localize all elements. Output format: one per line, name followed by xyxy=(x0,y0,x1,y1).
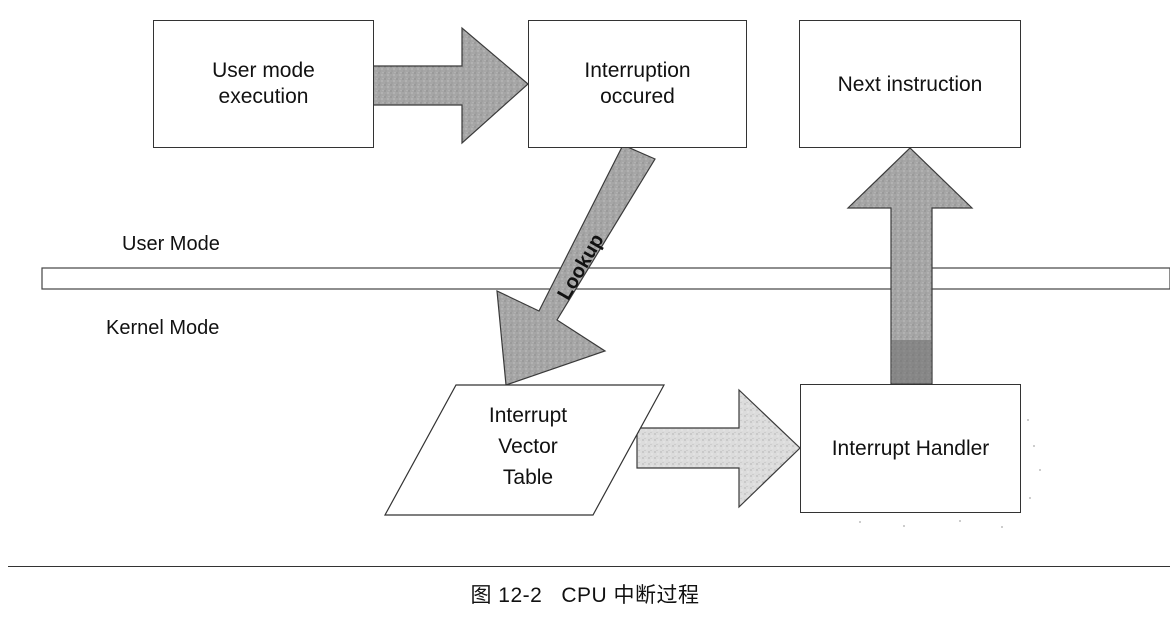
interruption-occured-box: Interruption occured xyxy=(528,20,747,148)
arrow-to-interruption xyxy=(351,26,529,145)
lookup-arrow xyxy=(496,144,656,386)
figure-number: 图 12-2 xyxy=(470,584,543,607)
interrupt-vector-table-shape xyxy=(383,384,666,516)
mode-boundary-band xyxy=(41,267,1170,290)
scan-noise xyxy=(859,419,1041,528)
next-instruction-box: Next instruction xyxy=(799,20,1021,148)
arrow-kernel-shade xyxy=(892,340,931,383)
arrow-to-handler xyxy=(636,388,801,509)
arrow-to-next-instruction xyxy=(846,147,974,385)
interruption-occured-label: Interruption occured xyxy=(584,59,691,108)
next-instruction-label: Next instruction xyxy=(837,73,983,96)
interrupt-vector-table-label: Interrupt Vector Table xyxy=(488,404,568,489)
figure-caption: 图 12-2 CPU 中断过程 xyxy=(0,583,1170,609)
kernel-mode-label: Kernel Mode xyxy=(106,317,220,339)
caption-separator xyxy=(8,566,1170,567)
user-mode-execution-label: User mode execution xyxy=(212,59,315,108)
user-mode-execution-box: User mode execution xyxy=(153,20,374,148)
user-mode-label: User Mode xyxy=(122,233,220,255)
interrupt-handler-label: Interrupt Handler xyxy=(831,436,990,460)
figure-title: CPU 中断过程 xyxy=(561,584,700,607)
interrupt-handler-box: Interrupt Handler xyxy=(800,384,1021,513)
